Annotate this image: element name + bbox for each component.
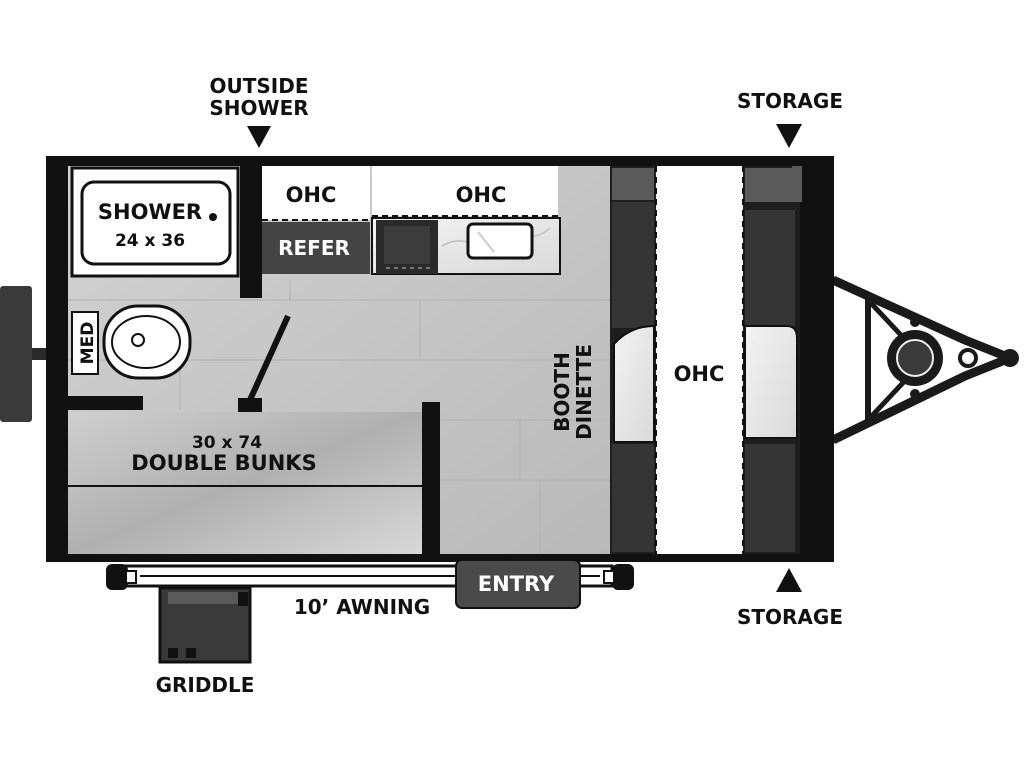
front-corner bbox=[792, 166, 802, 202]
dinette-table-left bbox=[613, 324, 655, 443]
dinette-seat-back-right-top bbox=[745, 210, 795, 326]
dinette-seat-back-left-top bbox=[612, 202, 654, 328]
awning-label: 10’ AWNING bbox=[294, 595, 430, 619]
ohc-front-label: OHC bbox=[674, 362, 725, 386]
shower-size-label: 24 x 36 bbox=[115, 231, 185, 251]
booth-label: BOOTH bbox=[550, 352, 574, 432]
ohc-kitchen-cabinet: OHC bbox=[372, 166, 558, 217]
storage-bottom-label: STORAGE bbox=[737, 605, 843, 629]
medicine-cabinet: MED bbox=[71, 311, 99, 375]
griddle-label: GRIDDLE bbox=[156, 673, 255, 697]
dinette-table-right bbox=[744, 325, 798, 439]
dinette-area: OHC bbox=[610, 166, 800, 554]
dinette-label: DINETTE bbox=[572, 344, 596, 440]
trailer-tongue bbox=[831, 275, 1019, 445]
storage-bottom-arrow-icon bbox=[776, 568, 802, 592]
ohc-left-label: OHC bbox=[286, 183, 337, 207]
rear-spare-tire bbox=[0, 286, 50, 422]
front-wall bbox=[800, 156, 834, 562]
shower-drain-icon bbox=[209, 213, 217, 221]
bunk-size-label: 30 x 74 bbox=[192, 433, 262, 453]
ohc-mid-label: OHC bbox=[456, 183, 507, 207]
entry-label: ENTRY bbox=[478, 572, 555, 596]
shower: SHOWER 24 x 36 bbox=[70, 166, 240, 278]
outside-shower-label-line2: SHOWER bbox=[209, 96, 308, 120]
entry-step: ENTRY bbox=[455, 559, 581, 609]
bath-door-jamb bbox=[238, 398, 262, 412]
double-bunks: 30 x 74 DOUBLE BUNKS bbox=[68, 402, 440, 554]
shower-label: SHOWER bbox=[98, 200, 202, 224]
storage-top-label: STORAGE bbox=[737, 89, 843, 113]
outside-shower-label-line1: OUTSIDE bbox=[210, 74, 309, 98]
propane-tank-icon bbox=[887, 317, 978, 399]
dinette-seat-back-left-bottom bbox=[612, 444, 654, 552]
dinette-seat-back-right-bottom bbox=[745, 444, 795, 552]
refrigerator: REFER bbox=[262, 222, 370, 274]
outside-shower-arrow-icon bbox=[247, 126, 271, 148]
toilet-icon bbox=[102, 304, 192, 380]
med-label: MED bbox=[78, 322, 98, 365]
refer-label: REFER bbox=[278, 236, 350, 260]
stove-icon bbox=[376, 220, 438, 274]
ohc-front-cabinet bbox=[656, 166, 743, 554]
griddle-icon bbox=[158, 586, 252, 664]
bunk-name-label: DOUBLE BUNKS bbox=[131, 451, 316, 475]
bathroom-wall-horizontal bbox=[68, 396, 143, 410]
awning-end-right-icon bbox=[612, 564, 634, 590]
awning-end-left-icon bbox=[106, 564, 128, 590]
storage-top-arrow-icon bbox=[776, 124, 802, 148]
bathroom-wall-vertical bbox=[240, 166, 262, 298]
sink-icon bbox=[466, 222, 534, 260]
ohc-left-cabinet: OHC bbox=[262, 166, 370, 221]
bath-door-swing bbox=[247, 314, 291, 402]
